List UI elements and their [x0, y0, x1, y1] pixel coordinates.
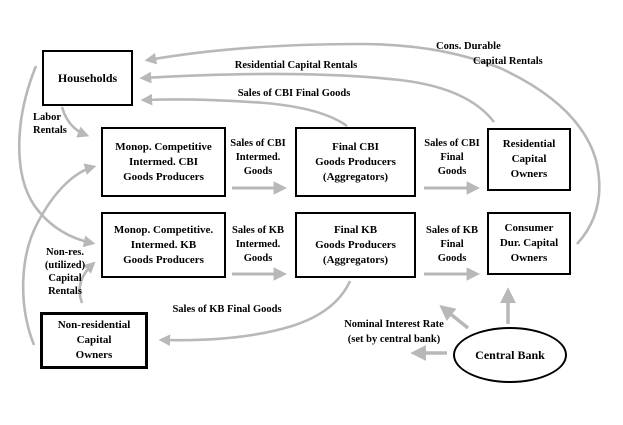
arrow-residential-capital-rentals	[139, 71, 496, 123]
label-labor-rentals: Labor Rentals	[33, 111, 67, 137]
text-line: Goods	[243, 166, 273, 177]
label-residential-capital-rentals: Residential Capital Rentals	[234, 60, 358, 71]
text-line: Monop. Competitive.	[113, 223, 214, 236]
text-line: (utilized)	[44, 260, 86, 271]
text-line: Owners	[75, 349, 113, 361]
label-sales-kb-final-goods-bottom: Sales of KB Final Goods	[172, 304, 282, 315]
text-line: Sales of KB	[232, 225, 284, 236]
text-line: Capital	[48, 273, 82, 284]
arrow-cb-to-final-kb	[439, 305, 470, 330]
text-line: Goods	[437, 253, 467, 264]
text-line: Goods	[437, 166, 467, 177]
text-line: Cons. Durable	[436, 41, 501, 52]
text-line: Rentals	[48, 286, 82, 297]
text-line: Final	[440, 239, 464, 250]
text-line: Residential	[502, 138, 556, 150]
arrow-labor-to-kb-producers	[17, 65, 96, 248]
text-line: Central Bank	[475, 347, 545, 362]
node-final-cbi-producers: Final CBI Goods Producers (Aggregators)	[295, 127, 416, 197]
text-line: Nominal Interest Rate	[344, 319, 444, 330]
node-households: Households	[42, 50, 133, 106]
node-monop-cbi-producers: Monop. Competitive Intermed. CBI Goods P…	[101, 127, 226, 197]
label-sales-cbi-final-goods-top: Sales of CBI Final Goods	[237, 88, 351, 99]
label-sales-cbi-final-goods: Sales of CBI Final Goods	[420, 137, 484, 179]
arrow-kb-final-to-nonres-owners	[158, 280, 352, 347]
node-central-bank: Central Bank	[453, 327, 567, 383]
label-sales-kb-final-goods: Sales of KB Final Goods	[420, 224, 484, 266]
text-line: Owners	[510, 168, 548, 180]
text-line: Intermed. KB	[130, 238, 197, 251]
node-residential-capital-owners: Residential Capital Owners	[487, 128, 571, 191]
arrow-labor-to-cbi-producers	[60, 106, 90, 138]
text-line: Final	[440, 152, 464, 163]
node-final-kb-producers: Final KB Goods Producers (Aggregators)	[295, 212, 416, 278]
text-line: Capital	[76, 334, 112, 346]
text-line: Sales of KB	[426, 225, 478, 236]
label-nonres-utilized-capital-rentals: Non-res. (utilized) Capital Rentals	[41, 246, 89, 298]
text-line: Monop. Competitive	[115, 140, 212, 153]
text-line: Capital Rentals	[473, 56, 543, 67]
text-line: (Aggregators)	[322, 253, 389, 266]
text-line: Households	[57, 70, 118, 85]
text-line: (Aggregators)	[322, 170, 389, 183]
text-line: Intermed.	[235, 239, 281, 250]
arrow-nonres-capital-to-kb-producers	[78, 261, 96, 304]
text-line: Owners	[510, 252, 548, 264]
label-sales-cbi-intermed-goods: Sales of CBI Intermed. Goods	[226, 137, 290, 179]
text-line: Goods Producers	[123, 170, 204, 183]
arrow-sales-cbi-final-to-households	[140, 93, 348, 128]
text-line: Labor	[33, 112, 62, 123]
text-line: Goods Producers	[123, 253, 204, 266]
text-line: Sales of CBI	[424, 138, 480, 149]
arrow-cons-durable-capital-rentals	[144, 42, 601, 245]
text-line: Non-residential	[57, 319, 131, 331]
text-line: Final KB	[333, 223, 378, 236]
text-line: Goods Producers	[315, 155, 396, 168]
label-cons-durable-capital-rentals: Cons. Durable Capital Rentals	[436, 39, 543, 69]
text-line: Intermed. CBI	[128, 155, 199, 168]
label-nominal-interest-rate: Nominal Interest Rate (set by central ba…	[338, 317, 450, 347]
text-line: Final CBI	[332, 140, 379, 153]
text-line: Sales of CBI	[230, 138, 286, 149]
text-line: Consumer	[504, 222, 554, 234]
text-line: Rentals	[33, 125, 67, 136]
node-monop-kb-producers: Monop. Competitive. Intermed. KB Goods P…	[101, 212, 226, 278]
text-line: Dur. Capital	[499, 237, 559, 249]
node-consumer-durable-capital-owners: Consumer Dur. Capital Owners	[487, 212, 571, 275]
arrow-nonres-capital-to-cbi-producers	[21, 163, 97, 346]
text-line: Non-res.	[45, 247, 84, 258]
text-line: (set by central bank)	[347, 334, 441, 345]
text-line: Goods	[243, 253, 273, 264]
text-line: Intermed.	[235, 152, 281, 163]
label-sales-kb-intermed-goods: Sales of KB Intermed. Goods	[226, 224, 290, 266]
node-nonresidential-capital-owners: Non-residential Capital Owners	[40, 312, 148, 369]
text-line: Capital	[511, 153, 547, 165]
text-line: Goods Producers	[315, 238, 396, 251]
